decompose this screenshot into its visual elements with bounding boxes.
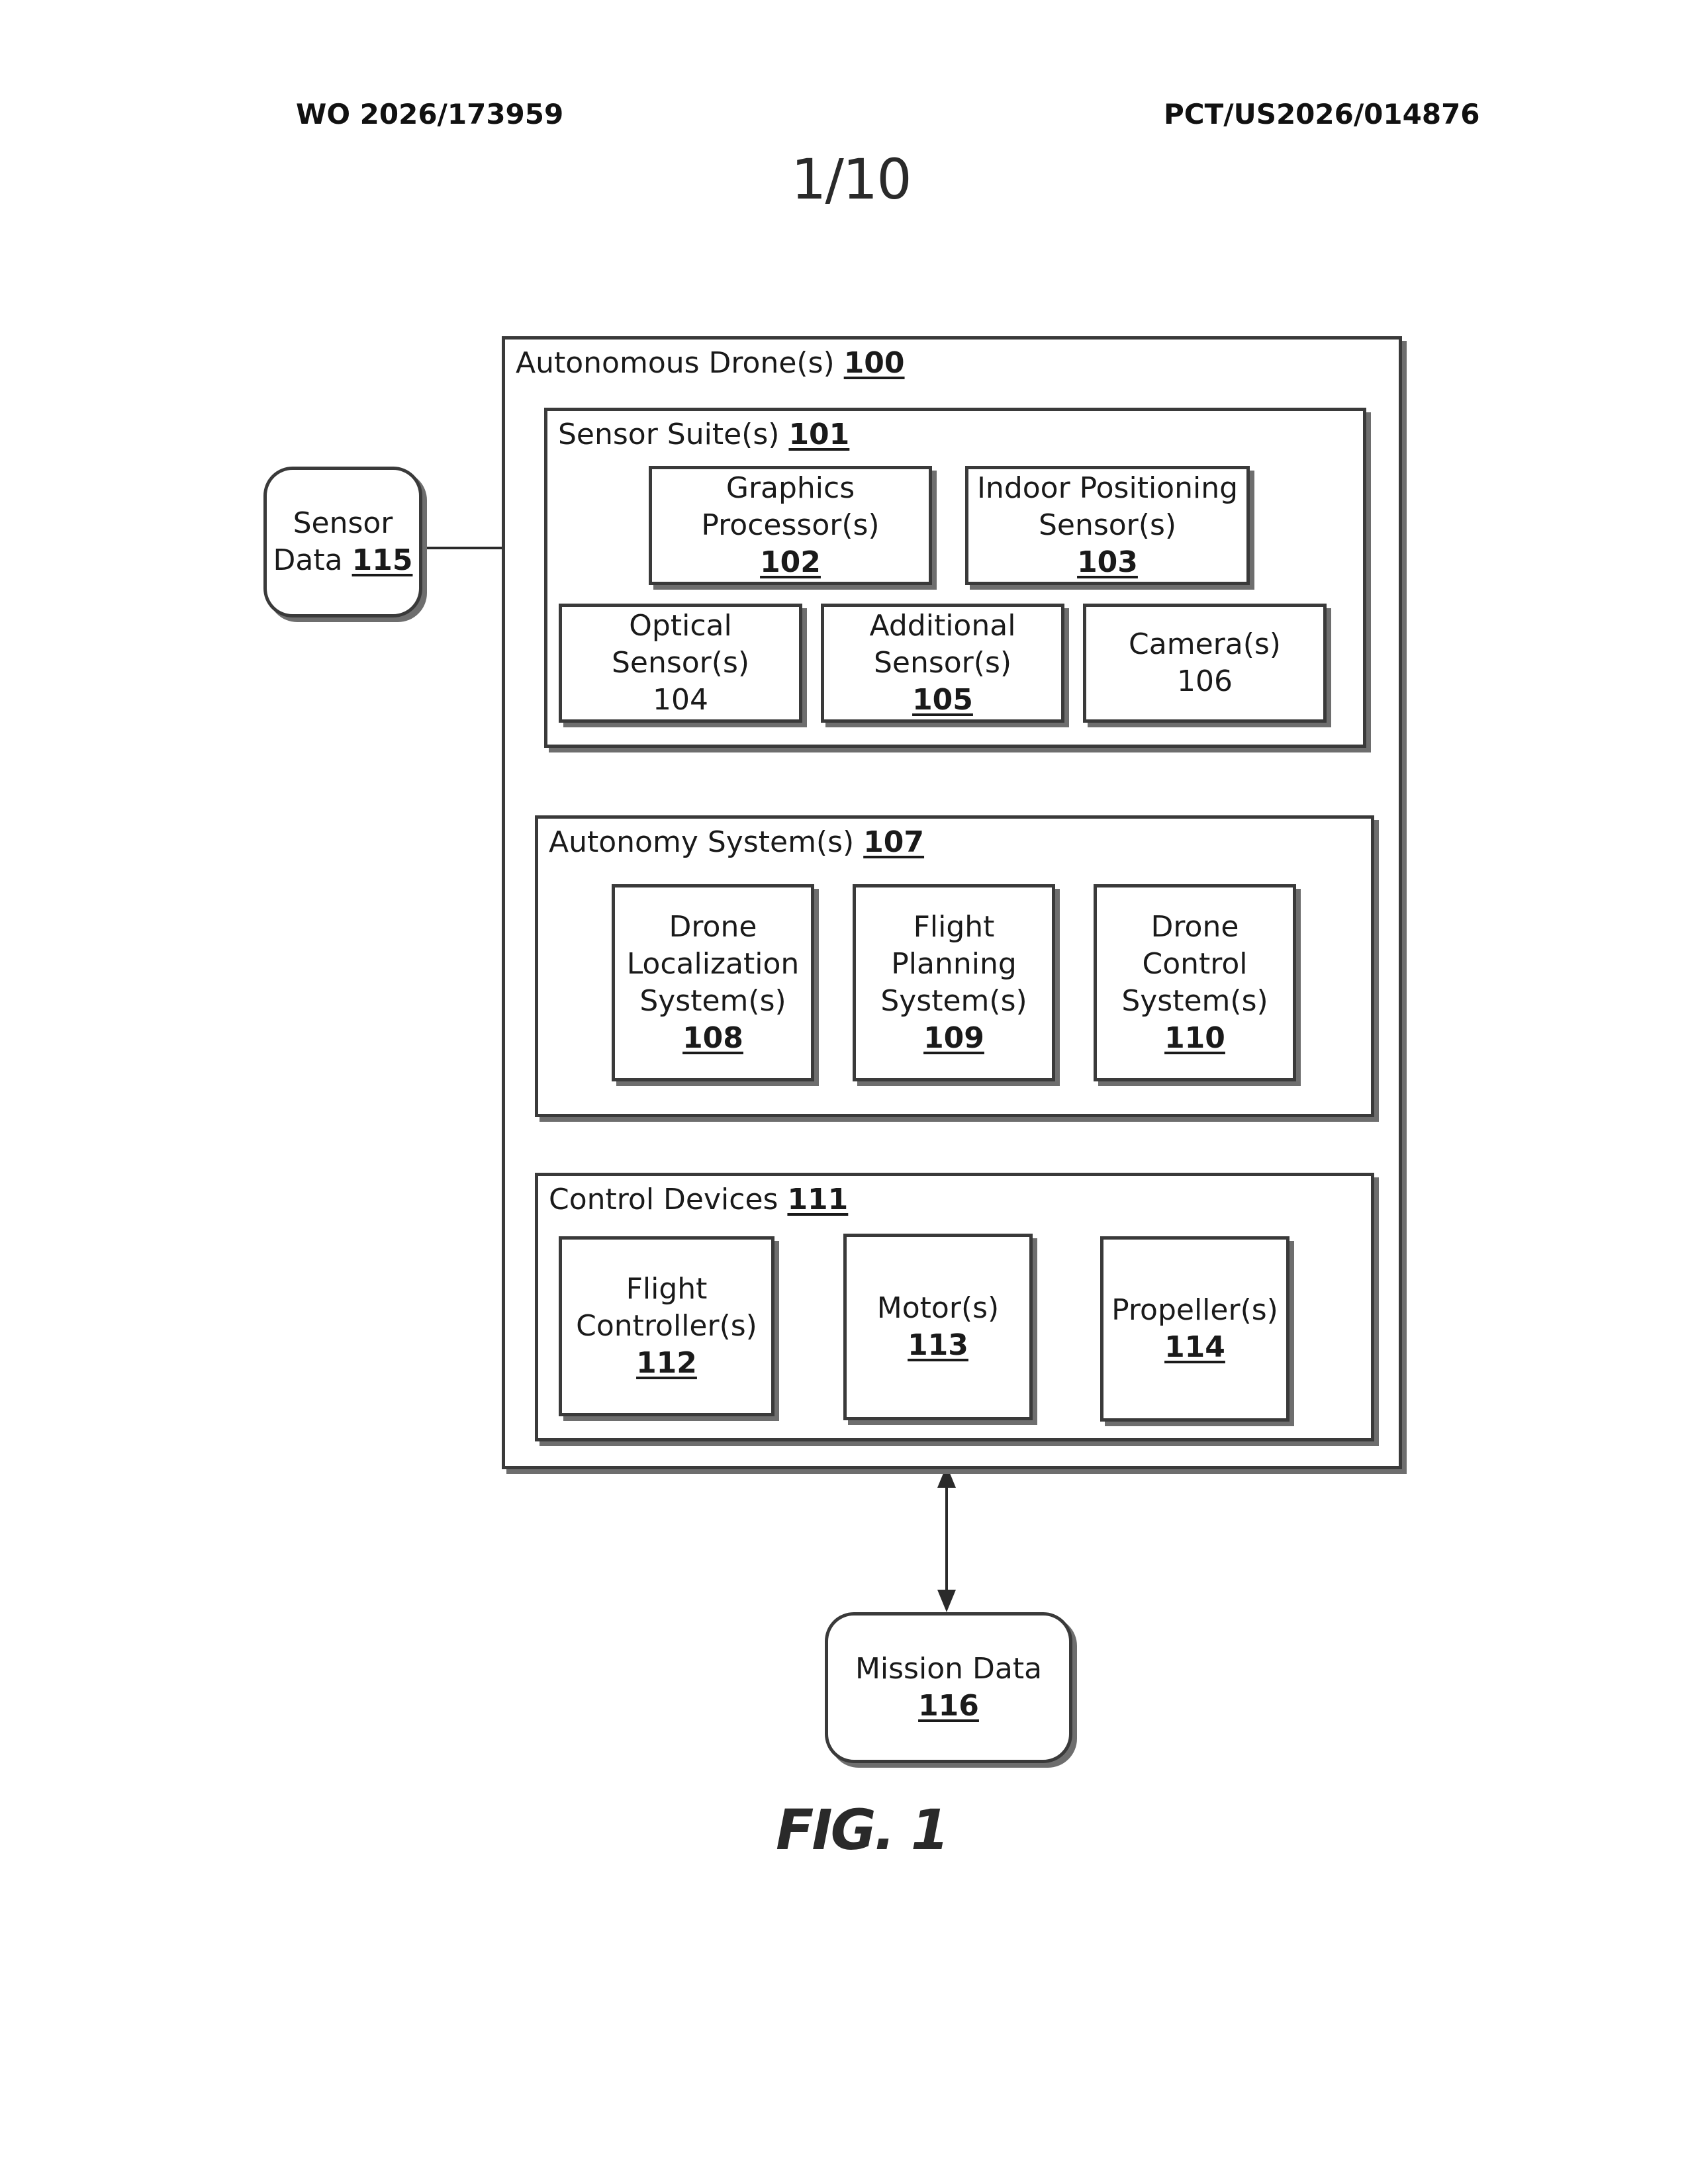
figure-label: FIG. 1 xyxy=(776,1797,947,1862)
flight-planning-line-3: System(s) xyxy=(880,983,1027,1020)
indoor-positioning-line-2: Sensor(s) xyxy=(1039,507,1176,544)
additional-sensor-line-2: Sensor(s) xyxy=(874,645,1011,682)
indoor-positioning-sensor-block: Indoor Positioning Sensor(s) 103 xyxy=(965,466,1250,585)
camera-block: Camera(s) 106 xyxy=(1083,604,1327,723)
graphics-processor-ref: 102 xyxy=(760,544,821,581)
drone-localization-line-3: System(s) xyxy=(639,983,786,1020)
flight-planning-ref: 109 xyxy=(923,1020,984,1057)
autonomy-system-title: Autonomy System(s) 107 xyxy=(549,825,924,859)
autonomous-drone-ref: 100 xyxy=(844,346,905,380)
motor-line-1: Motor(s) xyxy=(877,1290,999,1327)
graphics-processor-block: Graphics Processor(s) 102 xyxy=(649,466,932,585)
propeller-block: Propeller(s) 114 xyxy=(1100,1236,1289,1422)
control-devices-title: Control Devices 111 xyxy=(549,1183,848,1216)
propeller-line-1: Propeller(s) xyxy=(1111,1292,1278,1329)
optical-sensor-line-2: Sensor(s) xyxy=(612,645,749,682)
flight-controller-line-1: Flight xyxy=(626,1271,708,1308)
indoor-positioning-ref: 103 xyxy=(1077,544,1138,581)
drone-control-line-2: Control xyxy=(1142,946,1247,983)
graphics-processor-line-1: Graphics xyxy=(726,470,855,507)
indoor-positioning-line-1: Indoor Positioning xyxy=(977,470,1238,507)
flight-controller-line-2: Controller(s) xyxy=(576,1308,757,1345)
camera-ref: 106 xyxy=(1177,663,1233,700)
drone-localization-ref: 108 xyxy=(682,1020,743,1057)
mission-data-ref: 116 xyxy=(918,1688,979,1725)
drone-control-ref: 110 xyxy=(1164,1020,1225,1057)
additional-sensor-block: Additional Sensor(s) 105 xyxy=(821,604,1064,723)
mission-data-node: Mission Data 116 xyxy=(825,1612,1072,1763)
camera-line-1: Camera(s) xyxy=(1129,626,1281,663)
arrowhead-down-mission xyxy=(937,1590,956,1612)
sensor-suite-ref: 101 xyxy=(788,418,849,451)
sensor-data-line-2: Data 115 xyxy=(273,542,413,579)
optical-sensor-line-1: Optical xyxy=(629,608,731,645)
flight-planning-line-2: Planning xyxy=(891,946,1017,983)
additional-sensor-line-1: Additional xyxy=(870,608,1016,645)
motor-ref: 113 xyxy=(908,1327,968,1364)
optical-sensor-block: Optical Sensor(s) 104 xyxy=(559,604,802,723)
control-devices-ref: 111 xyxy=(787,1183,848,1216)
autonomous-drone-title: Autonomous Drone(s) 100 xyxy=(516,346,905,380)
flight-controller-ref: 112 xyxy=(636,1345,697,1382)
sensor-suite-title: Sensor Suite(s) 101 xyxy=(558,418,849,451)
drone-localization-block: Drone Localization System(s) 108 xyxy=(612,884,814,1081)
flight-planning-line-1: Flight xyxy=(914,909,995,946)
mission-data-line-1: Mission Data xyxy=(855,1651,1042,1688)
propeller-ref: 114 xyxy=(1164,1329,1225,1366)
graphics-processor-line-2: Processor(s) xyxy=(701,507,879,544)
drone-control-block: Drone Control System(s) 110 xyxy=(1094,884,1296,1081)
drone-localization-line-2: Localization xyxy=(627,946,800,983)
autonomy-system-ref: 107 xyxy=(863,825,924,859)
sensor-data-node: Sensor Data 115 xyxy=(263,467,422,617)
drone-control-line-3: System(s) xyxy=(1121,983,1268,1020)
sensor-data-line-1: Sensor xyxy=(293,505,393,542)
optical-sensor-ref: 104 xyxy=(653,682,708,719)
additional-sensor-ref: 105 xyxy=(912,682,973,719)
sensor-data-ref: 115 xyxy=(352,543,413,577)
drone-control-line-1: Drone xyxy=(1151,909,1239,946)
flight-controller-block: Flight Controller(s) 112 xyxy=(559,1236,774,1416)
motor-block: Motor(s) 113 xyxy=(843,1234,1033,1420)
flight-planning-block: Flight Planning System(s) 109 xyxy=(853,884,1055,1081)
drone-localization-line-1: Drone xyxy=(669,909,757,946)
